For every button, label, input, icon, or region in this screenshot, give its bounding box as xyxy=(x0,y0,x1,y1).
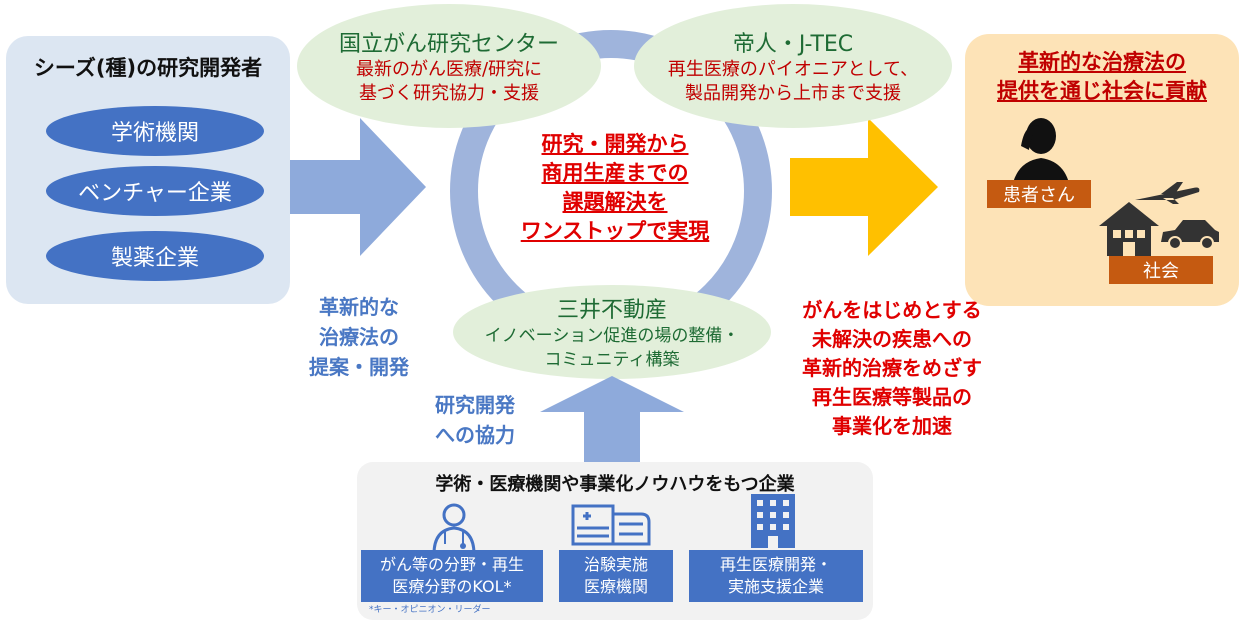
partners-panel: 学術・医療機関や事業化ノウハウをもつ企業 がん等の分野・再生 医療分野のKOL*… xyxy=(357,462,873,620)
teijin-title: 帝人・J-TEC xyxy=(732,32,854,57)
red-note: がんをはじめとする 未解決の疾患への 革新的治療をめざす 再生医療等製品の 事業… xyxy=(770,296,1014,441)
teijin-oval: 帝人・J-TEC 再生医療のパイオニアとして、 製品開発から上市まで支援 xyxy=(634,4,952,128)
academic-institution-pill: 学術機関 xyxy=(46,106,264,156)
hospital-icon xyxy=(571,504,651,546)
right-arrow-icon xyxy=(290,118,426,256)
house-icon xyxy=(1099,202,1159,256)
left-note-1: 革新的な xyxy=(319,295,399,319)
kol-box: がん等の分野・再生 医療分野のKOL* xyxy=(361,550,543,602)
contribution-line-1: 革新的な治療法の xyxy=(1018,50,1186,74)
center-line-3: 課題解決を xyxy=(562,190,668,214)
doctor-icon xyxy=(432,503,476,554)
pharma-company-pill: 製薬企業 xyxy=(46,231,264,281)
up-note-2: への協力 xyxy=(435,423,515,447)
right-arrow-gold-icon xyxy=(790,118,938,256)
mitsui-title: 三井不動産 xyxy=(556,298,667,323)
teijin-desc-1: 再生医療のパイオニアとして、 xyxy=(667,59,919,80)
trial-line-1: 治験実施 xyxy=(583,555,648,574)
up-note-1: 研究開発 xyxy=(435,393,515,417)
contribution-line-2: 提供を通じ社会に貢献 xyxy=(997,79,1207,103)
society-label: 社会 xyxy=(1109,256,1213,284)
partners-title: 学術・医療機関や事業化ノウハウをもつ企業 xyxy=(435,474,795,495)
mitsui-desc-1: イノベーション促進の場の整備・ xyxy=(484,326,740,346)
ncc-title: 国立がん研究センター xyxy=(338,32,559,57)
teijin-desc-2: 製品開発から上市まで支援 xyxy=(685,83,901,104)
regen-support-box: 再生医療開発・ 実施支援企業 xyxy=(689,550,863,602)
ncc-desc-1: 最新のがん医療/研究に xyxy=(355,59,543,80)
left-note-2: 治療法の xyxy=(319,325,399,349)
center-message: 研究・開発から 商用生産までの 課題解決を ワンストップで実現 xyxy=(500,130,730,246)
up-note: 研究開発 への協力 xyxy=(418,390,532,450)
center-line-1: 研究・開発から xyxy=(541,132,689,156)
kol-line-2: 医療分野のKOL* xyxy=(392,577,512,596)
mitsui-oval: 三井不動産 イノベーション促進の場の整備・ コミュニティ構築 xyxy=(453,285,771,379)
contribution-title: 革新的な治療法の 提供を通じ社会に貢献 xyxy=(965,48,1239,106)
center-line-4: ワンストップで実現 xyxy=(520,219,710,243)
red-note-1: がんをはじめとする xyxy=(802,298,982,322)
seeds-panel: シーズ(種)の研究開発者 学術機関 ベンチャー企業 製薬企業 xyxy=(6,36,290,304)
car-icon xyxy=(1161,220,1219,250)
red-note-2: 未解決の疾患への xyxy=(812,327,972,351)
airplane-icon xyxy=(1135,182,1200,204)
seeds-title: シーズ(種)の研究開発者 xyxy=(33,56,263,80)
red-note-4: 再生医療等製品の xyxy=(812,385,972,409)
regen-line-1: 再生医療開発・ xyxy=(719,555,832,574)
trial-box: 治験実施 医療機関 xyxy=(559,550,673,602)
red-note-3: 革新的治療をめざす xyxy=(802,356,982,380)
building-icon xyxy=(751,494,795,548)
regen-line-2: 実施支援企業 xyxy=(727,577,824,596)
up-arrow-icon xyxy=(540,376,684,464)
trial-line-2: 医療機関 xyxy=(583,577,648,596)
red-note-5: 事業化を加速 xyxy=(832,414,952,438)
mitsui-desc-2: コミュニティ構築 xyxy=(544,350,680,370)
patient-label: 患者さん xyxy=(987,180,1091,208)
footnote: *キー・オピニオン・リーダー xyxy=(369,605,491,615)
venture-company-pill: ベンチャー企業 xyxy=(46,166,264,216)
contribution-panel: 革新的な治療法の 提供を通じ社会に貢献 患者さん 社会 xyxy=(965,34,1239,306)
ncc-desc-2: 基づく研究協力・支援 xyxy=(359,83,539,104)
kol-line-1: がん等の分野・再生 xyxy=(379,555,524,574)
ncc-oval: 国立がん研究センター 最新のがん医療/研究に 基づく研究協力・支援 xyxy=(297,4,601,128)
left-note: 革新的な 治療法の 提案・開発 xyxy=(296,292,422,382)
center-line-2: 商用生産までの xyxy=(541,161,689,185)
left-note-3: 提案・開発 xyxy=(309,355,409,379)
